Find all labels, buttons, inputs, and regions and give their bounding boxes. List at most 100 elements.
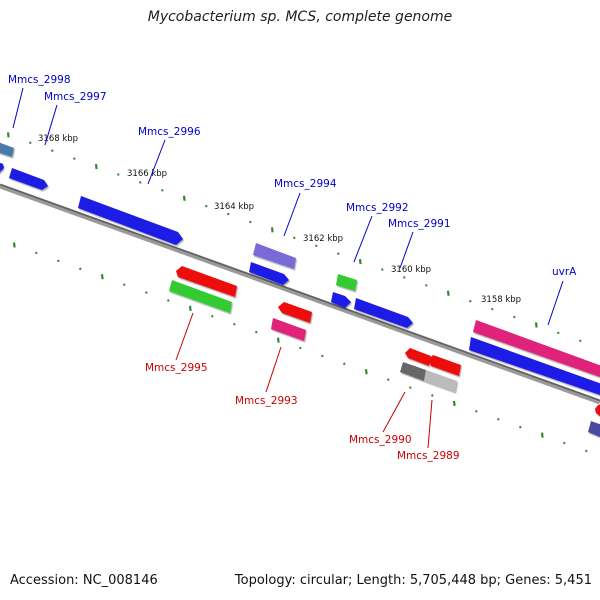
leader-line	[399, 231, 414, 269]
scale-tick	[73, 157, 76, 160]
gene-forward[interactable]	[78, 196, 183, 245]
leader-line	[44, 104, 58, 146]
scale-label: 3164 kbp	[214, 202, 254, 212]
accession-label: Accession: NC_008146	[10, 573, 158, 588]
gene-reverse[interactable]	[271, 318, 306, 341]
scale-tick	[94, 163, 98, 170]
scale-tick	[12, 242, 16, 248]
scale-tick	[51, 149, 54, 153]
gene-reverse[interactable]	[278, 302, 312, 323]
scale-tick	[227, 212, 230, 216]
gene-label[interactable]: Mmcs_2994	[274, 178, 337, 190]
scale-tick	[534, 322, 538, 328]
scale-label: 3162 kbp	[303, 234, 343, 244]
leader-line	[175, 312, 194, 361]
gene-label[interactable]: Mmcs_2995	[145, 362, 208, 374]
gene-forward[interactable]	[0, 142, 14, 157]
scale-tick	[35, 251, 38, 255]
scale-tick	[293, 236, 296, 240]
scale-tick	[475, 410, 478, 413]
gene-label[interactable]: Mmcs_2993	[235, 395, 298, 407]
gene-forward[interactable]	[0, 162, 4, 173]
gene-label[interactable]: Mmcs_2997	[44, 91, 107, 103]
map-title: Mycobacterium sp. MCS, complete genome	[147, 9, 453, 25]
gene-forward[interactable]	[336, 274, 357, 291]
leader-line	[265, 346, 282, 393]
gene-label[interactable]: uvrA	[552, 266, 577, 278]
gene-forward[interactable]	[249, 262, 289, 285]
scale-tick	[188, 305, 192, 312]
scale-tick	[469, 299, 472, 303]
leader-line	[353, 215, 373, 263]
scale-tick	[403, 276, 406, 279]
scale-tick	[117, 173, 120, 176]
scale-label: 3168 kbp	[38, 134, 78, 144]
forward-strand	[0, 142, 600, 395]
scale-tick	[182, 195, 186, 201]
scale-tick	[364, 369, 368, 375]
gene-forward[interactable]	[473, 320, 600, 377]
gene-forward[interactable]	[9, 168, 48, 190]
leader-line	[382, 391, 406, 433]
gene-reverse[interactable]	[176, 266, 237, 297]
scale-tick	[387, 378, 390, 381]
gene-reverse[interactable]	[588, 421, 600, 437]
gene-reverse[interactable]	[169, 280, 232, 313]
reverse-labels: Mmcs_2995 Mmcs_2993 Mmcs_2990 Mmcs_2989	[145, 362, 460, 462]
scale-tick	[233, 322, 236, 326]
scale-tick	[409, 386, 412, 389]
scale-label: 3158 kbp	[481, 295, 521, 305]
gene-forward[interactable]	[354, 298, 413, 328]
scale-tick	[315, 244, 318, 248]
forward-labels: Mmcs_2998 Mmcs_2997 Mmcs_2996 Mmcs_2994 …	[8, 74, 577, 278]
scale-label: 3160 kbp	[391, 265, 431, 275]
gene-label[interactable]: Mmcs_2992	[346, 202, 409, 214]
scale-tick	[358, 258, 362, 265]
gene-label[interactable]: Mmcs_2996	[138, 126, 201, 138]
scale-tick	[585, 449, 588, 453]
scale-tick	[123, 283, 126, 286]
gene-reverse[interactable]	[400, 362, 426, 381]
genome-backbone	[0, 183, 600, 405]
scale-tick	[276, 337, 280, 343]
gene-reverse[interactable]	[428, 355, 461, 376]
scale-tick	[79, 267, 82, 271]
scale-tick	[381, 268, 384, 271]
leader-line	[12, 87, 24, 129]
gene-label[interactable]: Mmcs_2990	[349, 434, 412, 446]
gene-reverse[interactable]	[424, 370, 457, 392]
gene-forward[interactable]	[253, 243, 296, 269]
scale-tick	[540, 432, 544, 438]
scale-tick	[100, 274, 104, 280]
scale-tick	[452, 400, 456, 407]
gene-reverse[interactable]	[595, 404, 600, 417]
scale-tick	[321, 354, 324, 358]
scale-ticks	[6, 132, 588, 453]
scale-tick	[557, 331, 560, 335]
genome-backbone-shade	[0, 183, 600, 402]
scale-tick	[425, 284, 428, 287]
scale-tick	[299, 346, 302, 350]
gene-reverse[interactable]	[405, 348, 431, 366]
scale-tick	[519, 425, 522, 429]
scale-tick	[513, 315, 516, 319]
scale-tick	[446, 290, 450, 296]
scale-tick	[161, 189, 164, 192]
gene-label[interactable]: Mmcs_2989	[397, 450, 460, 462]
scale-tick	[337, 252, 340, 255]
scale-tick	[270, 227, 274, 233]
scale-tick	[497, 417, 500, 421]
gene-forward[interactable]	[331, 292, 351, 308]
scale-tick	[579, 339, 582, 343]
gene-label[interactable]: Mmcs_2991	[388, 218, 451, 230]
gene-label[interactable]: Mmcs_2998	[8, 74, 71, 86]
leader-line	[147, 139, 166, 185]
leader-line	[547, 280, 564, 326]
gene-forward[interactable]	[469, 337, 600, 395]
leader-line	[427, 399, 433, 449]
scale-tick	[343, 362, 346, 366]
scale-tick	[491, 307, 494, 311]
label-leaders	[12, 87, 564, 449]
